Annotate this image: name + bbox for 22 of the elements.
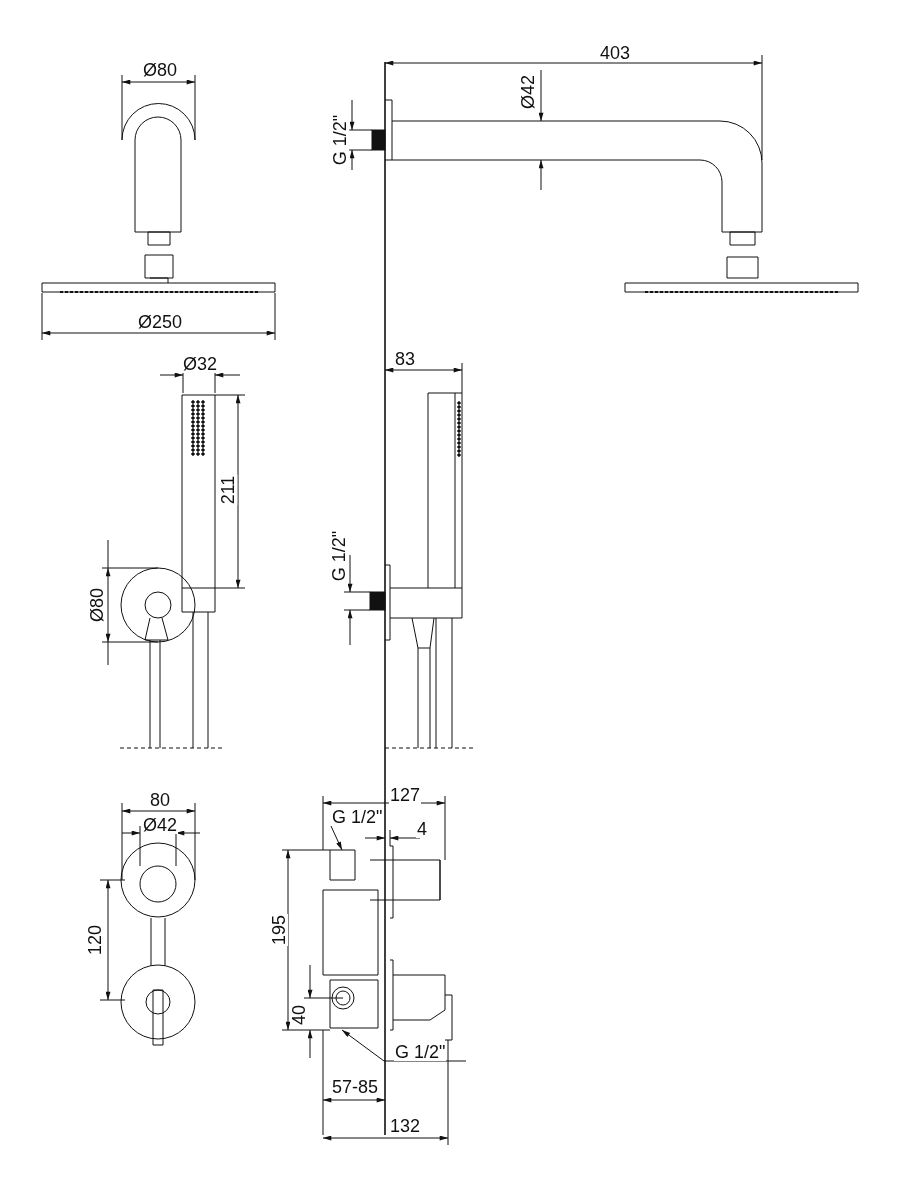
dimension-label: 132 [389, 1117, 422, 1135]
dimension-label: 211 [218, 474, 237, 506]
dimension-label: 83 [394, 350, 417, 368]
dimension-label: G 1/2" [331, 113, 350, 167]
thread-size-callout: G 1/2" [331, 808, 384, 826]
dimension-label: 403 [599, 44, 632, 62]
dimension-label: 195 [270, 914, 288, 946]
dimension-label: Ø32 [182, 355, 219, 373]
thread-size-callout: G 1/2" [394, 1043, 447, 1061]
dimension-label: Ø80 [88, 587, 106, 623]
leader-line [341, 1029, 467, 1062]
dimension-label: 80 [149, 791, 172, 809]
dimension-label: 57-85 [331, 1078, 380, 1096]
dimension-label: 40 [290, 1004, 308, 1026]
dimension-label: 120 [86, 924, 104, 956]
leader-line [330, 825, 343, 851]
dimension-label: Ø42 [142, 816, 179, 834]
dimension-label: 127 [389, 786, 422, 804]
dimension-label: Ø80 [142, 61, 179, 79]
dimension-label: Ø42 [519, 74, 537, 110]
dimension-label: Ø250 [137, 313, 184, 331]
dimension-label: 4 [416, 820, 428, 838]
